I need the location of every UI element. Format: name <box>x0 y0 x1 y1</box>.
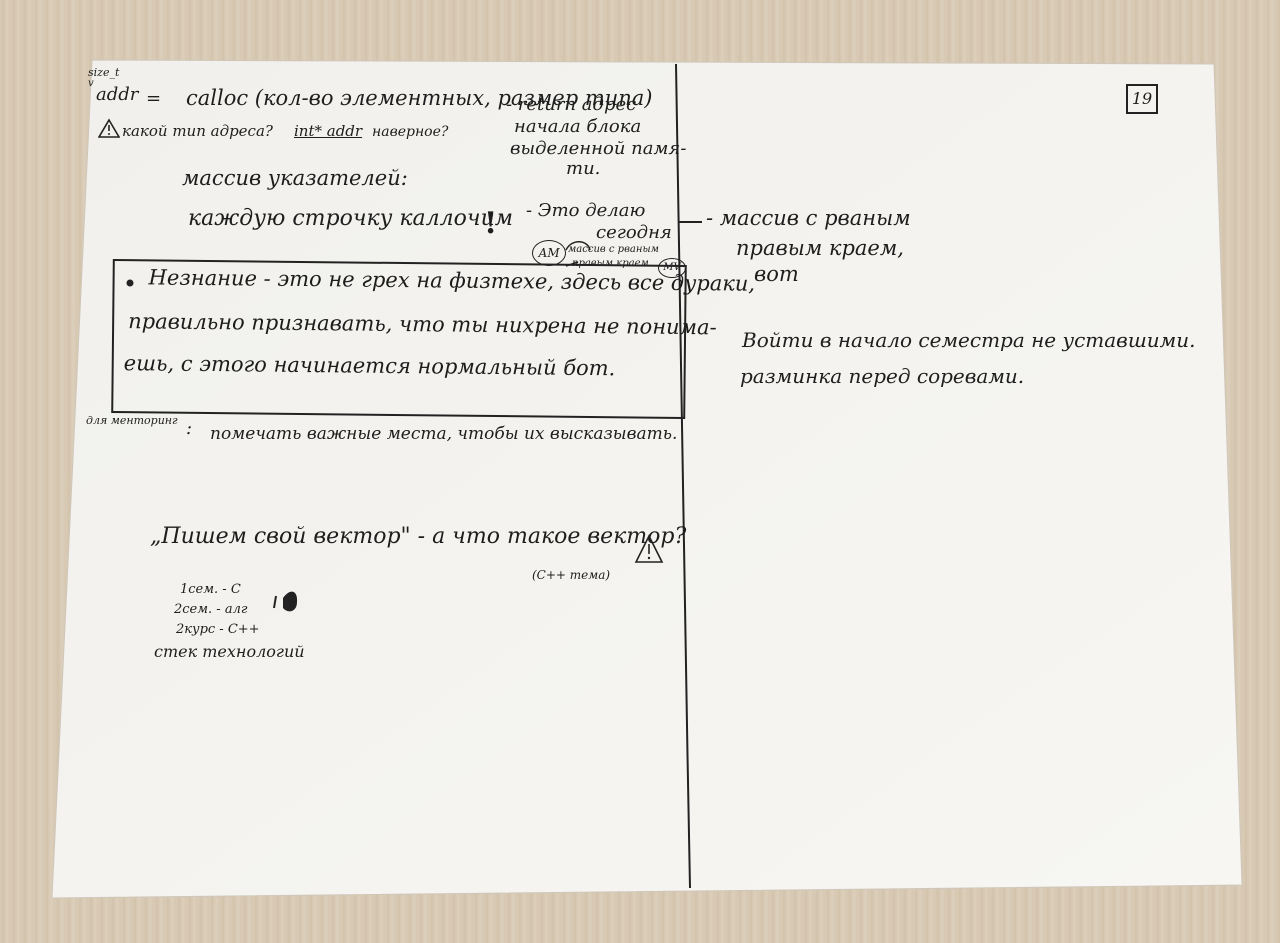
warmup-note: разминка перед соревами. <box>740 364 1025 388</box>
return-line-3: выделенной памя- <box>510 138 687 159</box>
center-divider-line <box>675 63 691 889</box>
page-number: 19 <box>1126 84 1158 114</box>
cpp-topic: (С++ тема) <box>532 568 611 582</box>
enter-semester: Войти в начало семестра не уставшими. <box>742 328 1196 352</box>
size-t-note: size_t <box>88 66 120 79</box>
return-line-1: - return адрес <box>506 94 637 115</box>
course-2: 2курс - С++ <box>176 622 260 637</box>
warning-triangle-icon <box>98 118 120 138</box>
each-row-line: каждую строчку каллочим <box>188 206 514 231</box>
return-line-4: ти. <box>566 158 601 179</box>
ragged-array-2: правым краем, <box>736 236 904 260</box>
sem-2: 2сем. - алг <box>174 602 248 617</box>
sem-1: 1сем. - C <box>180 582 241 597</box>
mentoring-colon: : <box>186 418 193 439</box>
int-addr: int* addr <box>294 122 363 140</box>
array-pointers-heading: массив указателей: <box>182 166 408 190</box>
return-line-2: начала блока <box>514 116 642 137</box>
vector-quote: „Пишем свой вектор" - а что такое вектор… <box>150 524 687 549</box>
box-line-2: правильно признавать, что ты нихрена не … <box>128 309 717 340</box>
doing-today-1: - Это делаю <box>526 200 646 221</box>
equals-sign: = <box>146 88 162 109</box>
ragged-small-1: массив с рваным <box>568 244 659 255</box>
box-line-3: ешь, с этого начинается нормальный бот. <box>123 351 616 381</box>
ink-blot <box>283 591 298 612</box>
tech-stack: стек технологий <box>154 642 305 661</box>
calloc-line: calloc (кол-во элементных, размер типа) <box>186 86 653 110</box>
exclamation-mark: ! <box>484 206 498 241</box>
warning-triangle-icon <box>634 534 664 563</box>
mentoring-text: помечать важные места, чтобы их высказыв… <box>210 424 678 444</box>
ragged-array-3: вот <box>754 262 799 286</box>
type-question: какой тип адреса? <box>122 122 273 140</box>
doing-today-2: сегодня <box>596 222 672 243</box>
ragged-array-1: - массив с рваным <box>706 206 911 230</box>
mentoring-label: для менторинг <box>86 414 178 427</box>
highlighted-quote-box: Незнание - это не грех на физтехе, здесь… <box>111 258 755 420</box>
probably-note: наверное? <box>372 124 449 140</box>
box-line-1: Незнание - это не грех на физтехе, здесь… <box>148 265 756 296</box>
addr-label: addr <box>96 84 139 105</box>
mv-circle: МV <box>658 258 686 278</box>
ragged-small-2: правым краем <box>572 258 649 269</box>
am-circle: АМ <box>532 240 566 266</box>
insert-mark: v <box>88 78 94 89</box>
